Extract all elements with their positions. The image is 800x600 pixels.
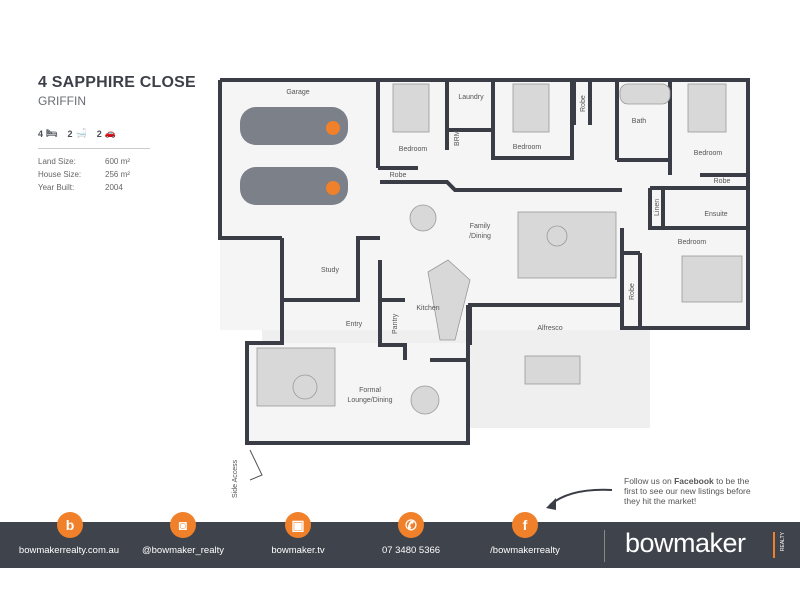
room-bedroom-1: Bedroom	[399, 146, 428, 153]
room-family-dining: /Dining	[469, 233, 491, 240]
footer-divider	[604, 530, 605, 562]
bowmaker-b-icon[interactable]: b	[57, 512, 83, 538]
room-kitchen: Kitchen	[416, 305, 439, 312]
room-family: Family	[470, 223, 491, 230]
room-linen: Linen	[654, 199, 661, 216]
logo-accent-bar	[773, 532, 775, 558]
room-bath: Bath	[632, 118, 647, 125]
room-robe-2: Robe	[580, 95, 587, 112]
stat-value: 256 m²	[105, 170, 130, 179]
logo-realty: REALTY	[780, 532, 786, 552]
stat-label: Land Size:	[38, 157, 76, 166]
bowmaker-logo: bowmaker	[625, 528, 746, 558]
instagram-link[interactable]: @bowmaker_realty	[142, 545, 224, 556]
stat-year: Year Built: 2004	[38, 183, 123, 192]
tv-icon[interactable]: ▣	[285, 512, 311, 538]
stat-house: House Size: 256 m²	[38, 170, 130, 179]
room-robe-3: Robe	[714, 178, 731, 185]
facebook-icon[interactable]: f	[512, 512, 538, 538]
room-bedroom-2: Bedroom	[513, 144, 542, 151]
phone-icon[interactable]: ✆	[398, 512, 424, 538]
feature-icons: 4🛏 2🛁 2🚗	[38, 128, 116, 139]
room-study: Study	[321, 267, 339, 274]
property-title: 4 SAPPHIRE CLOSE	[38, 74, 196, 91]
baths-count: 2	[67, 128, 73, 139]
bed-icon: 🛏	[46, 128, 58, 138]
note-text: Follow us on	[624, 476, 675, 486]
property-suburb: GRIFFIN	[38, 94, 86, 108]
room-ensuite: Ensuite	[704, 211, 727, 218]
divider	[38, 148, 150, 149]
facebook-link[interactable]: /bowmakerrealty	[490, 545, 560, 556]
room-laundry: Laundry	[458, 94, 484, 101]
room-robe-1: Robe	[390, 172, 407, 179]
room-robe-4: Robe	[629, 283, 636, 300]
tv-link[interactable]: bowmaker.tv	[271, 545, 325, 556]
stat-label: House Size:	[38, 170, 82, 179]
stat-label: Year Built:	[38, 183, 75, 192]
stat-value: 2004	[105, 183, 123, 192]
room-formal: Formal	[359, 387, 381, 394]
stat-land: Land Size: 600 m²	[38, 157, 130, 166]
room-pantry: Pantry	[392, 313, 399, 334]
arrow-icon	[549, 488, 613, 506]
stat-value: 600 m²	[105, 157, 130, 166]
side-access: Side Access	[232, 459, 239, 498]
cars-count: 2	[96, 128, 102, 139]
note-text-2: to be the first to see our new listings …	[624, 476, 751, 506]
note-facebook: Facebook	[674, 476, 714, 486]
floor-plan: Garage Bedroom Robe Laundry BRM Bedroom …	[218, 78, 750, 510]
website-link[interactable]: bowmakerrealty.com.au	[18, 545, 120, 556]
phone-link[interactable]: 07 3480 5366	[381, 545, 441, 556]
facebook-note: Follow us on Facebook to be the first to…	[624, 476, 764, 506]
room-brm: BRM	[454, 130, 461, 146]
room-entry: Entry	[346, 321, 363, 328]
room-bedroom-3: Bedroom	[694, 150, 723, 157]
instagram-icon[interactable]: ◙	[170, 512, 196, 538]
car-icons	[240, 107, 348, 205]
room-bedroom-4: Bedroom	[678, 239, 707, 246]
beds-count: 4	[38, 128, 44, 139]
bath-icon: 🛁	[75, 128, 87, 138]
room-formal-lounge-dining: Lounge/Dining	[347, 397, 392, 404]
car-icon: 🚗	[104, 128, 116, 138]
room-garage: Garage	[286, 89, 309, 96]
room-alfresco: Alfresco	[537, 325, 562, 332]
